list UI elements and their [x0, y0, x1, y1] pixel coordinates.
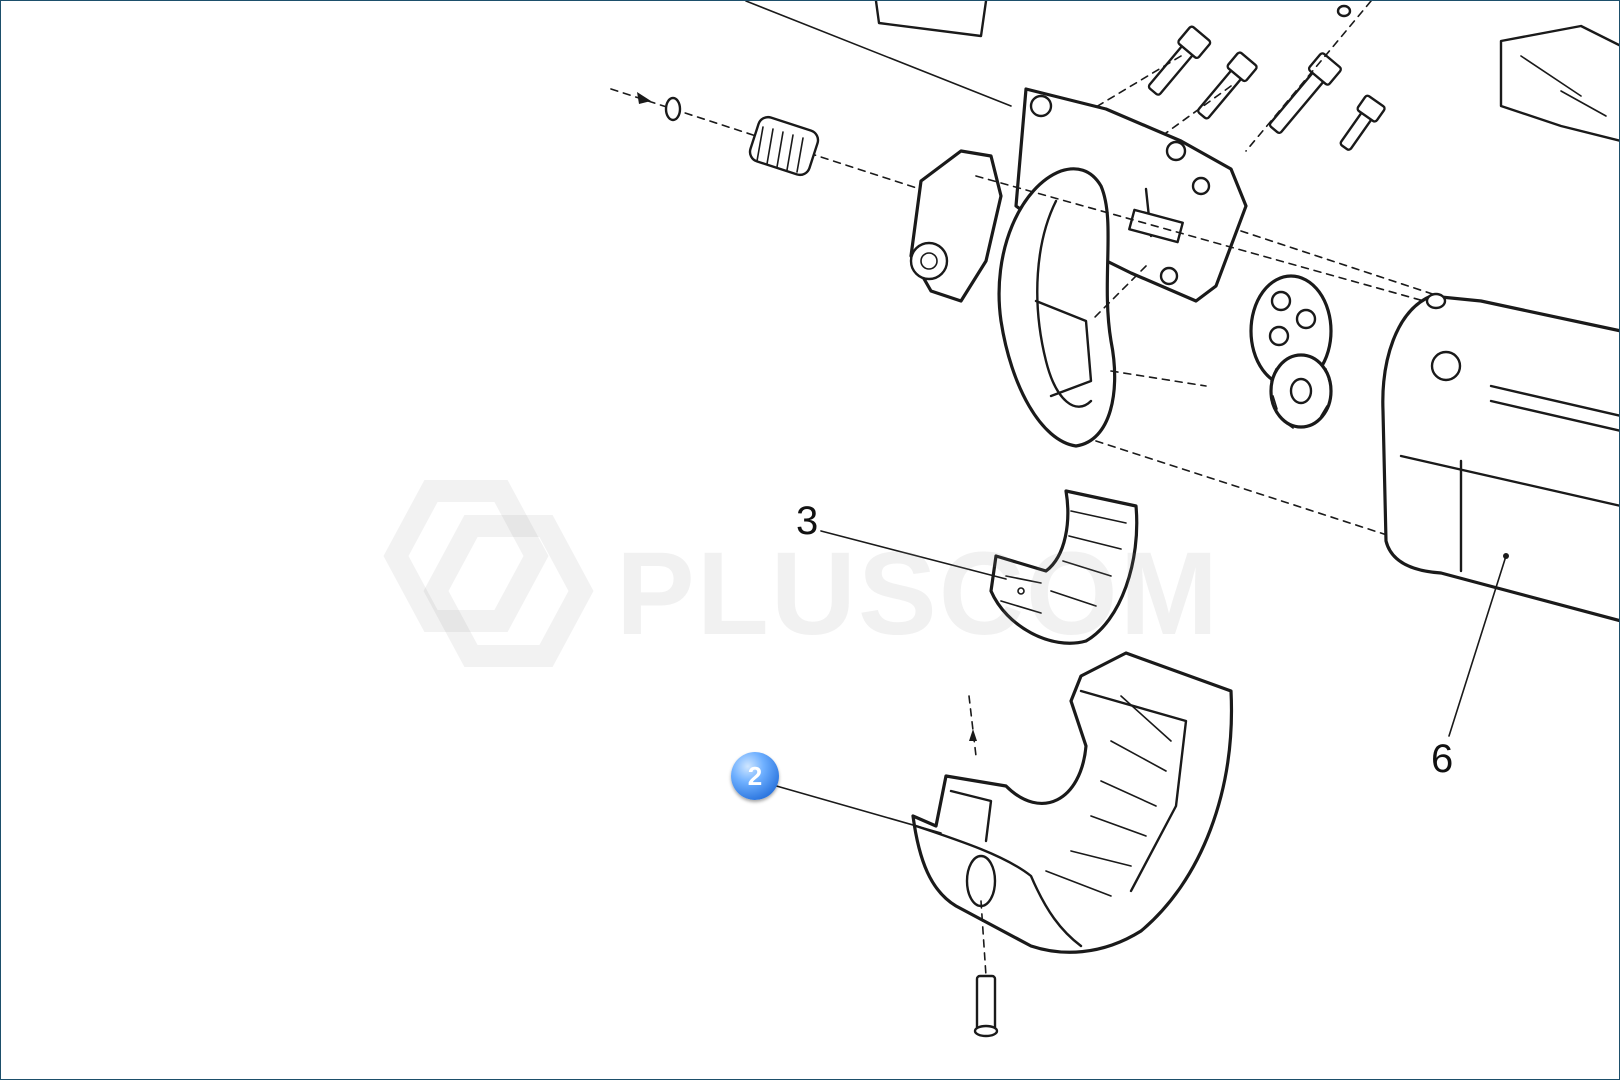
marker-label: 2	[747, 760, 763, 791]
gear-plate-part	[1249, 274, 1333, 429]
assembly-guide-lines	[975, 175, 1619, 547]
part-2-marker-badge[interactable]: 2	[731, 752, 779, 800]
callout-3-label: 3	[796, 499, 819, 543]
gear-housing-part	[909, 87, 1248, 448]
watermark-logo	[383, 480, 594, 667]
part-2-bottom-housing	[911, 651, 1234, 954]
top-plate-part	[745, 1, 1012, 107]
callout-6-label: 6	[1431, 737, 1454, 781]
motor-body-part	[1381, 24, 1619, 623]
part-3-brush-plate	[989, 489, 1139, 645]
bottom-screw-set	[968, 695, 999, 1038]
callout-leaders	[772, 530, 1509, 834]
pinion-assembly	[610, 88, 927, 192]
watermark-text: PLUSCOM	[616, 528, 1220, 660]
